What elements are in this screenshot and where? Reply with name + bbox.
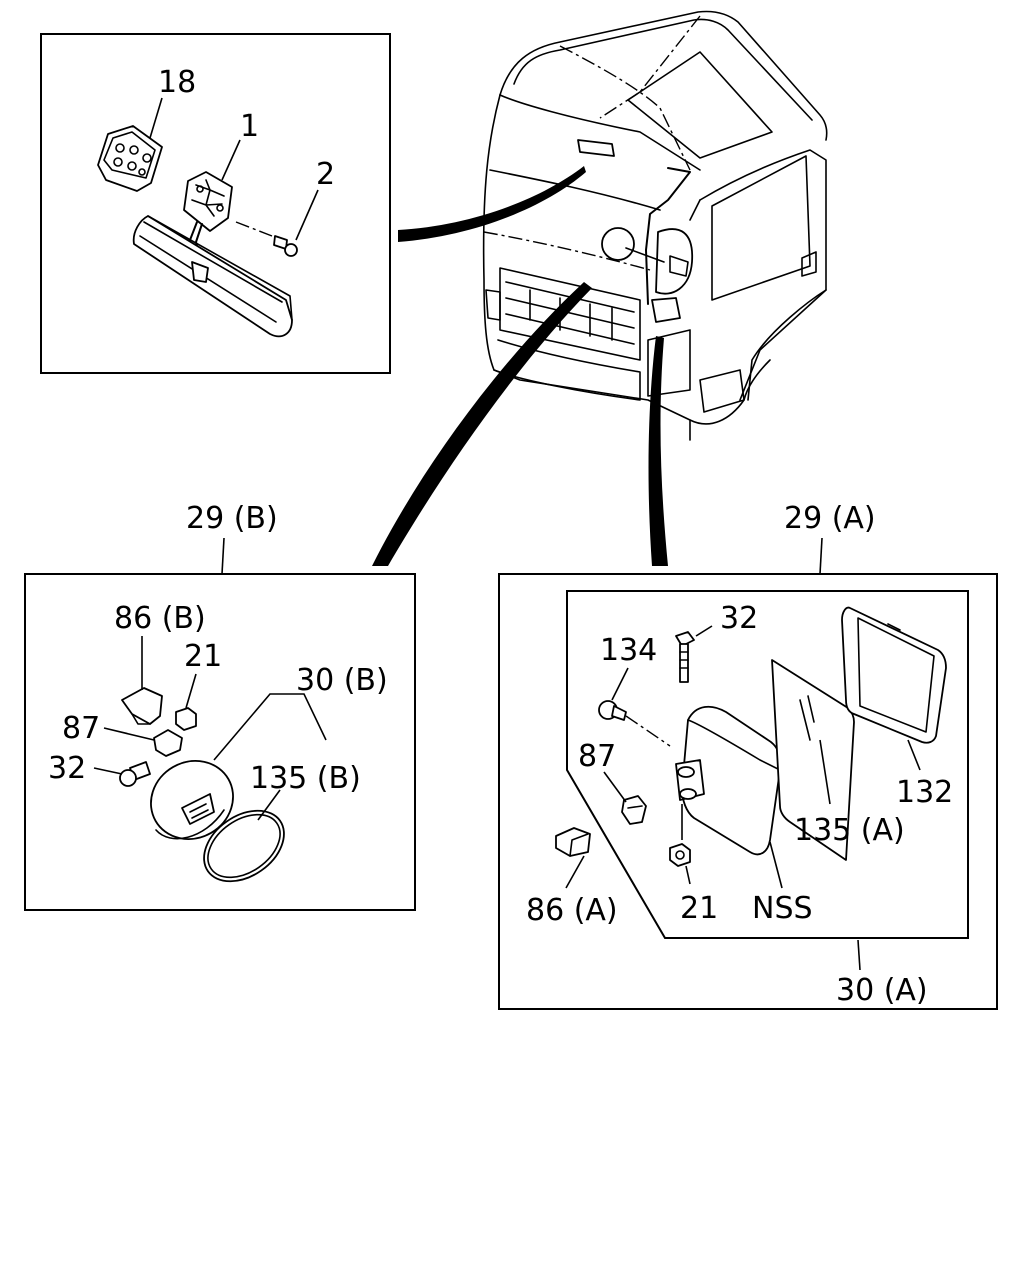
interior-mirror-frame <box>40 33 391 374</box>
nut-21b-icon <box>175 707 197 731</box>
label-2: 2 <box>316 157 335 192</box>
label-30a: 30 (A) <box>836 973 928 1008</box>
label-32b: 32 <box>48 751 86 786</box>
rect-mirror-panel: 29 (A) <box>498 501 998 1010</box>
leader-lines-panel-29b <box>93 636 327 821</box>
truck-cab-icon <box>482 10 828 441</box>
bolt-32a-icon <box>675 631 695 683</box>
label-1: 1 <box>240 109 259 144</box>
bolt-32b-icon <box>119 761 151 787</box>
label-87a: 87 <box>578 739 616 774</box>
label-135b: 135 (B) <box>250 761 361 796</box>
leader-lines-panel-1 <box>149 97 319 241</box>
round-mirror-icon <box>150 760 234 840</box>
label-86b: 86 (B) <box>114 601 206 636</box>
callout-arrows <box>372 166 668 566</box>
mirror-bracket-1-icon <box>183 171 233 263</box>
rect-mirror-inner-frame <box>566 590 969 939</box>
mirror-glass-135b-icon <box>203 809 285 883</box>
clip-87a-icon <box>621 795 647 825</box>
callout-to-rect-mirror <box>648 336 668 566</box>
label-32a: 32 <box>720 601 758 636</box>
clip-87b-icon <box>153 729 183 757</box>
rect-mirror-outer-frame <box>498 573 998 1010</box>
round-mirror-frame <box>24 573 416 911</box>
label-132: 132 <box>896 775 953 810</box>
label-86a: 86 (A) <box>526 893 618 928</box>
label-29a: 29 (A) <box>784 501 876 536</box>
label-nss: NSS <box>752 891 813 926</box>
screw-134-icon <box>598 700 627 721</box>
screw-2-icon <box>235 221 298 257</box>
interior-mirror-panel: 18 1 2 <box>40 33 391 374</box>
label-21b: 21 <box>184 639 222 674</box>
nut-21a-icon <box>669 843 691 867</box>
label-29b: 29 (B) <box>186 501 278 536</box>
label-21a: 21 <box>680 891 718 926</box>
label-135a: 135 (A) <box>794 813 905 848</box>
callout-to-round-mirror <box>372 282 592 566</box>
mirror-frame-132-icon <box>841 606 947 744</box>
clip-86b-icon <box>121 687 163 725</box>
label-87b: 87 <box>62 711 100 746</box>
interior-rear-view-mirror-icon <box>132 215 293 338</box>
label-30b: 30 (B) <box>296 663 388 698</box>
label-134: 134 <box>600 633 657 668</box>
round-mirror-panel: 29 (B) <box>24 501 416 911</box>
leader-lines-panel-29a <box>565 625 921 971</box>
label-18: 18 <box>158 65 196 100</box>
mirror-pad-18-icon <box>97 125 163 192</box>
callout-to-interior-mirror <box>398 166 586 242</box>
clip-86a-icon <box>555 827 591 857</box>
rectangular-mirror-icon <box>675 705 782 856</box>
